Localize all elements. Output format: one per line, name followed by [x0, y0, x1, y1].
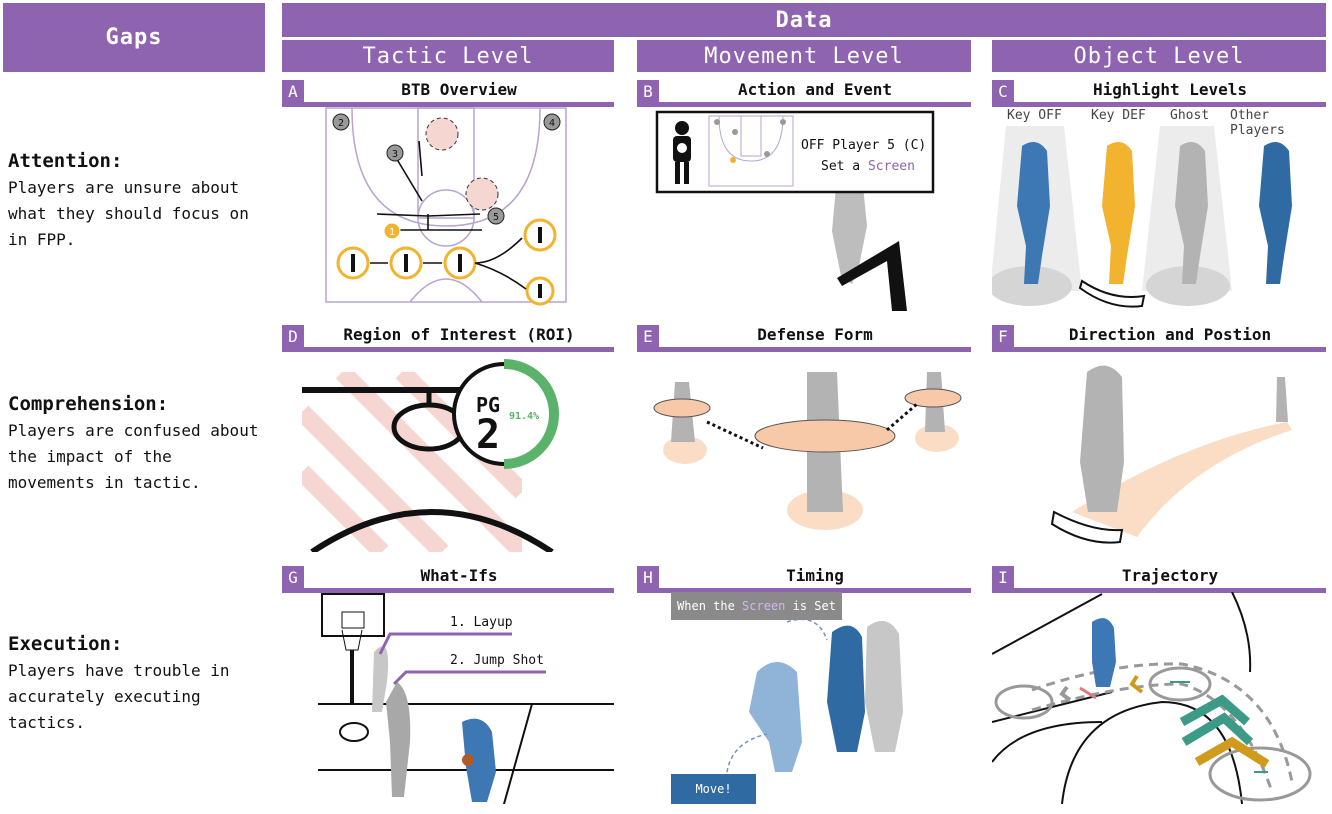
- panel-title-text: Highlight Levels: [1092, 80, 1248, 99]
- panel-d-roi: PG 2 91.4%: [302, 359, 559, 552]
- panel-g-title: G What-Ifs: [282, 566, 614, 593]
- timing-keyword: Screen: [742, 599, 786, 613]
- timing-banner: When the Screen is Set: [671, 592, 842, 620]
- panel-title-text: What-Ifs: [420, 566, 498, 585]
- panel-e-defense-form: [653, 372, 962, 530]
- panel-e-title: E Defense Form: [637, 325, 971, 352]
- gap-comprehension-title: Comprehension:: [8, 393, 169, 415]
- move-prompt: Move!: [671, 774, 756, 804]
- panel-letter: G: [282, 566, 304, 588]
- roi-percent: 91.4%: [509, 411, 539, 422]
- player-marker-3: [386, 144, 404, 162]
- gaps-header-label: Gaps: [105, 25, 163, 50]
- gap-execution-title: Execution:: [8, 633, 123, 655]
- panel-c-highlight-levels: Key OFF Key DEF Ghost Other Players: [992, 106, 1326, 316]
- panel-a-btb-overview: 1 2 3 4 5: [325, 107, 567, 306]
- panel-title-text: Defense Form: [757, 325, 873, 344]
- label-ghost: Ghost: [1170, 108, 1210, 123]
- panel-letter: H: [637, 566, 659, 588]
- panel-title-text: BTB Overview: [401, 80, 517, 99]
- panel-letter: D: [282, 325, 304, 347]
- move-prompt-label: Move!: [695, 782, 732, 796]
- tactic-level-label: Tactic Level: [362, 43, 534, 69]
- player-silhouette-icon: [673, 121, 691, 184]
- panel-h-title: H Timing: [637, 566, 971, 593]
- player-number-5: 5: [493, 212, 499, 223]
- panel-b-title: B Action and Event: [637, 80, 971, 107]
- tactic-level-header: Tactic Level: [282, 40, 614, 72]
- timing-suffix: is Set: [785, 599, 836, 613]
- label-key-def: Key DEF: [1091, 108, 1146, 123]
- movement-level-header: Movement Level: [637, 40, 971, 72]
- roi-position: PG: [476, 393, 500, 417]
- panel-d-title: D Region of Interest (ROI): [282, 325, 614, 352]
- panel-a-title: A BTB Overview: [282, 80, 614, 107]
- player-marker-5: [487, 207, 505, 225]
- data-header: Data: [282, 3, 1326, 37]
- label-key-off: Key OFF: [1007, 108, 1062, 123]
- gap-comprehension-desc: Players are confused about the impact of…: [8, 421, 259, 492]
- player-marker-4: [543, 113, 561, 131]
- player-number-4: 4: [549, 118, 555, 129]
- panel-i-title: I Trajectory: [992, 566, 1326, 593]
- panel-g-what-ifs: 1. Layup 2. Jump Shot: [282, 592, 614, 804]
- panel-f-title: F Direction and Postion: [992, 325, 1326, 352]
- panel-h-timing: When the Screen is Set Move!: [637, 592, 971, 804]
- object-level-header: Object Level: [992, 40, 1326, 72]
- event-line-1: OFF Player 5 (C): [801, 138, 926, 153]
- roi-number: 2: [476, 412, 500, 458]
- panel-letter: C: [992, 80, 1014, 102]
- panel-letter: E: [637, 325, 659, 347]
- data-header-label: Data: [775, 7, 833, 33]
- label-other-players: Other Players: [1230, 108, 1285, 138]
- player-marker-1: [383, 222, 401, 240]
- movement-level-label: Movement Level: [704, 43, 904, 69]
- panel-letter: A: [282, 80, 304, 102]
- panel-letter: B: [637, 80, 659, 102]
- panel-title-text: Action and Event: [737, 80, 893, 99]
- player-number-2: 2: [338, 118, 344, 129]
- what-if-layup: 1. Layup: [450, 615, 513, 630]
- panel-b-action-event: OFF Player 5 (C) Set a Screen: [655, 110, 935, 311]
- timing-prefix: When the: [677, 599, 743, 613]
- panel-title-text: Direction and Postion: [1068, 325, 1272, 344]
- object-level-label: Object Level: [1073, 43, 1245, 69]
- panel-title-text: Trajectory: [1121, 566, 1219, 585]
- gaps-header: Gaps: [3, 3, 265, 72]
- panel-title-text: Timing: [786, 566, 844, 585]
- panel-f-direction-position: [1050, 365, 1292, 544]
- panel-title-text: Region of Interest (ROI): [343, 325, 575, 344]
- action-flow-icons: [336, 218, 557, 306]
- event-keyword: Screen: [868, 159, 915, 174]
- gap-execution-desc: Players have trouble in accurately execu…: [8, 661, 230, 732]
- gap-attention-desc: Players are unsure about what they shoul…: [8, 178, 249, 249]
- what-if-jump-shot: 2. Jump Shot: [450, 653, 544, 668]
- player-number-1: 1: [389, 227, 395, 238]
- player-marker-2: [332, 113, 350, 131]
- event-prefix: Set a: [821, 159, 868, 174]
- panel-c-title: C Highlight Levels: [992, 80, 1326, 107]
- player-number-3: 3: [392, 149, 398, 160]
- svg-text:Set a Screen: Set a Screen: [821, 159, 915, 174]
- panel-letter: I: [992, 566, 1014, 588]
- panel-i-trajectory: [992, 592, 1312, 804]
- panel-letter: F: [992, 325, 1014, 347]
- gap-attention-title: Attention:: [8, 150, 123, 172]
